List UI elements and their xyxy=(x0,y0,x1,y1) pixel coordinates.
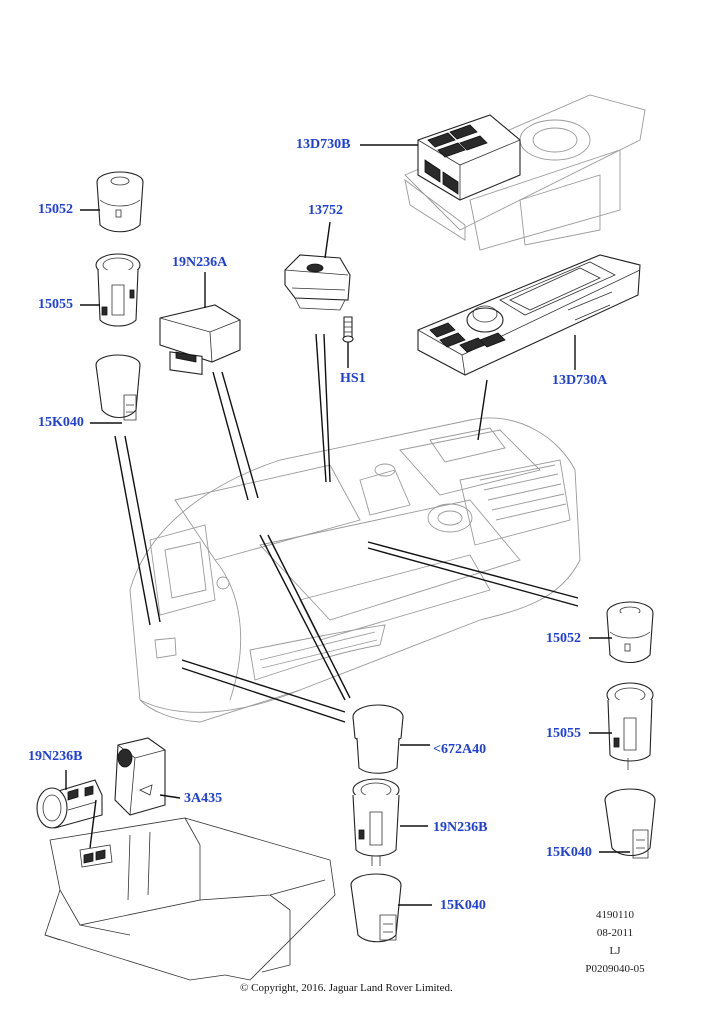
callout-19N236B-center[interactable]: 19N236B xyxy=(433,820,488,835)
callout-13752[interactable]: 13752 xyxy=(308,203,343,218)
callout-15052-right[interactable]: 15052 xyxy=(546,631,581,646)
callout-13D730B[interactable]: 13D730B xyxy=(296,137,351,152)
callout-13D730A[interactable]: 13D730A xyxy=(552,373,608,388)
retainer-15K040-center xyxy=(350,873,402,943)
retainer-15K040-top xyxy=(95,354,141,421)
callout-15052-top[interactable]: 15052 xyxy=(38,202,73,217)
socket-19N236B-left xyxy=(36,779,103,829)
console-switch-panel-13D730A xyxy=(417,254,641,376)
retainer-15K040-right xyxy=(604,788,656,859)
callout-HS1[interactable]: HS1 xyxy=(340,371,366,386)
callout-19N236A[interactable]: 19N236A xyxy=(172,255,228,270)
usb-socket-19N236A xyxy=(159,304,241,376)
callout-15K040-right[interactable]: 15K040 xyxy=(546,845,592,860)
callout-19N236B-left[interactable]: 19N236B xyxy=(28,749,83,764)
illustration-ref: 4190110 xyxy=(595,909,635,921)
screw-HS1 xyxy=(342,316,354,343)
callout-15K040-center[interactable]: 15K040 xyxy=(440,898,486,913)
switch-13752 xyxy=(284,254,351,311)
illustration-model-code: LJ xyxy=(609,945,621,957)
cover-3A435 xyxy=(114,737,166,816)
callout-672A40[interactable]: <672A40 xyxy=(433,742,487,757)
cigar-lighter-15052-top xyxy=(96,171,144,233)
callout-15055-top[interactable]: 15055 xyxy=(38,297,73,312)
socket-15055-right xyxy=(606,682,654,770)
callout-3A435[interactable]: 3A435 xyxy=(184,791,223,806)
cigar-lighter-15052-right xyxy=(606,601,654,664)
socket-15055-top xyxy=(95,253,141,327)
callout-15K040-top[interactable]: 15K040 xyxy=(38,415,84,430)
load-floor-illustration xyxy=(44,817,336,981)
center-console-illustration xyxy=(129,417,581,723)
cap-672A40 xyxy=(352,704,404,774)
socket-19N236B-center xyxy=(352,778,400,866)
console-switch-panel-13D730B xyxy=(404,94,646,251)
illustration-date: 08-2011 xyxy=(596,927,634,939)
leader-lines xyxy=(65,144,630,906)
callout-15055-right[interactable]: 15055 xyxy=(546,726,581,741)
copyright-notice: © Copyright, 2016. Jaguar Land Rover Lim… xyxy=(240,982,453,994)
illustration-part-code: P0209040-05 xyxy=(585,963,645,975)
